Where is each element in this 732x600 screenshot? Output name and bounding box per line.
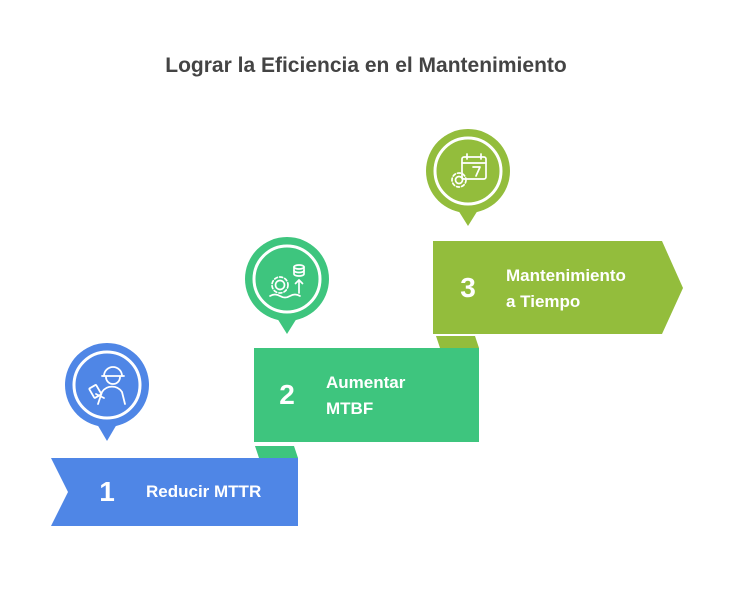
step-2-pin xyxy=(245,237,329,334)
step-2-label: Aumentar MTBF xyxy=(326,370,405,422)
step-3-pin xyxy=(426,129,510,226)
step-1-pin xyxy=(65,343,149,441)
step-2-label-line: MTBF xyxy=(326,399,374,418)
gear-database-icon xyxy=(269,264,305,299)
step-3-number: 3 xyxy=(460,272,476,303)
step-2-number: 2 xyxy=(279,379,295,410)
step-1-number: 1 xyxy=(99,476,115,507)
step-3-banner xyxy=(433,241,683,334)
step-3-label-line: Mantenimiento xyxy=(506,266,626,285)
step-3-label-line: a Tiempo xyxy=(506,292,581,311)
diagram-title: Lograr la Eficiencia en el Mantenimiento xyxy=(165,54,567,77)
step-1-banner xyxy=(51,446,298,526)
step-3-label: Mantenimiento a Tiempo xyxy=(506,263,626,315)
calendar-gear-icon xyxy=(451,153,487,188)
step-2-label-line: Aumentar xyxy=(326,373,406,392)
step-2-banner xyxy=(254,336,479,442)
technician-icon xyxy=(88,366,126,405)
step-1-label: Reducir MTTR xyxy=(146,479,261,505)
step-1-label-line: Reducir MTTR xyxy=(146,482,262,501)
